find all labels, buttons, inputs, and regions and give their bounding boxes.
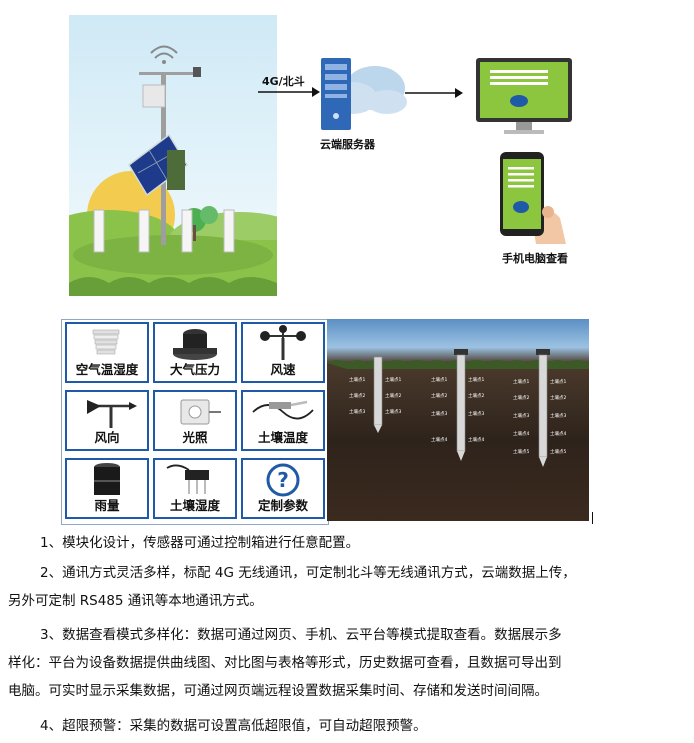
smartphone-icon <box>500 152 566 244</box>
text-cursor <box>592 512 593 524</box>
soil-point-label-right: 土壤点3 <box>385 410 402 415</box>
soil-point-label: 土壤点1 <box>431 378 448 383</box>
feature-4: 4、超限预警：采集的数据可设置高低超限值，可自动超限预警。 <box>0 716 690 736</box>
soil-point-label-right: 土壤点3 <box>468 412 485 417</box>
sensor-label: 定制参数 <box>257 498 308 513</box>
thermo-shield-icon <box>92 329 120 355</box>
cloud-server-icon <box>321 58 407 130</box>
feature-line: 3、数据查看模式多样化：数据可通过网页、手机、云平台等模式提取查看。数据展示多 <box>40 627 562 643</box>
soil-point-label-right: 土壤点4 <box>468 438 485 443</box>
soil-point-label-right: 土壤点1 <box>550 380 567 385</box>
soil-point-label: 土壤点2 <box>349 394 366 399</box>
sensor-cell-rainfall: 雨量 <box>65 458 149 519</box>
sensor-cell-soil-temperature: 土壤温度 <box>241 390 325 451</box>
soil-point-label-right: 土壤点3 <box>550 414 567 419</box>
sensor-grid: 空气温湿度 大气压力 风速 风向 <box>61 319 329 525</box>
soil-point-label-right: 土壤点4 <box>550 432 567 437</box>
soil-point-label: 土壤点5 <box>513 450 530 455</box>
sensor-label: 大气压力 <box>169 362 220 377</box>
downlink-arrow <box>405 88 463 98</box>
server-label: 云端服务器 <box>320 138 375 151</box>
sensor-label: 土壤温度 <box>257 430 308 445</box>
soil-point-label-right: 土壤点1 <box>468 378 485 383</box>
pressure-sensor-icon <box>173 329 217 360</box>
rain-gauge-icon <box>94 463 120 495</box>
computer-monitor-icon <box>476 58 572 134</box>
soil-point-label: 土壤点4 <box>513 432 530 437</box>
weather-station-illustration <box>69 15 277 296</box>
link-label: 4G/北斗 <box>262 75 305 88</box>
sensor-label: 光照 <box>182 430 208 445</box>
soil-temperature-probe-icon <box>252 400 314 420</box>
sensor-label: 风速 <box>270 362 296 377</box>
sensor-cell-wind-speed: 风速 <box>241 322 325 383</box>
soil-point-label-right: 土壤点1 <box>385 378 402 383</box>
svg-text:?: ? <box>277 468 289 492</box>
sensor-cell-soil-moisture: 土壤湿度 <box>153 458 237 519</box>
question-mark-icon: ? <box>266 463 300 497</box>
soil-point-label: 土壤点1 <box>513 380 530 385</box>
soil-point-label: 土壤点3 <box>431 412 448 417</box>
soil-point-label-right: 土壤点5 <box>550 450 567 455</box>
weather-station-graphic <box>69 45 277 296</box>
feature-line: 4、超限预警：采集的数据可设置高低超限值，可自动超限预警。 <box>40 718 427 734</box>
sensor-cell-air-temp-humidity: 空气温湿度 <box>65 322 149 383</box>
light-sensor-icon <box>180 399 221 425</box>
sensor-label: 雨量 <box>94 498 120 513</box>
anemometer-icon <box>260 325 306 360</box>
soil-point-label: 土壤点3 <box>513 414 530 419</box>
sensor-cell-wind-direction: 风向 <box>65 390 149 451</box>
wind-vane-icon <box>87 400 137 428</box>
feature-line: 电脑。可实时显示采集数据，可通过网页端远程设置数据采集时间、存储和发送时间间隔。 <box>8 683 548 699</box>
feature-line: 1、模块化设计，传感器可通过控制箱进行任意配置。 <box>40 535 360 551</box>
sensor-label: 土壤湿度 <box>169 498 220 513</box>
soil-point-label: 土壤点2 <box>513 396 530 401</box>
viewer-label: 手机电脑查看 <box>502 252 568 265</box>
soil-point-label: 土壤点2 <box>431 394 448 399</box>
soil-point-label-right: 土壤点2 <box>468 394 485 399</box>
sensor-cell-light: 光照 <box>153 390 237 451</box>
sensor-cell-custom: ? 定制参数 <box>241 458 325 519</box>
soil-point-label: 土壤点4 <box>431 438 448 443</box>
feature-2: 2、通讯方式灵活多样，标配 4G 无线通讯，可定制北斗等无线通讯方式，云端数据上… <box>0 563 690 611</box>
soil-probe-graphic <box>327 349 589 467</box>
soil-point-label-right: 土壤点2 <box>385 394 402 399</box>
feature-3: 3、数据查看模式多样化：数据可通过网页、手机、云平台等模式提取查看。数据展示多 … <box>0 625 690 701</box>
sensor-cell-pressure: 大气压力 <box>153 322 237 383</box>
soil-point-label-right: 土壤点2 <box>550 396 567 401</box>
sensor-label: 空气温湿度 <box>75 362 139 377</box>
uplink-arrow <box>258 87 320 97</box>
soil-moisture-probe-icon <box>166 464 209 494</box>
feature-1: 1、模块化设计，传感器可通过控制箱进行任意配置。 <box>0 533 690 553</box>
soil-point-label: 土壤点1 <box>349 378 366 383</box>
sensor-label: 风向 <box>94 430 120 445</box>
soil-profile-panel: 土壤点1 土壤点2 土壤点3 土壤点1 土壤点2 土壤点3 土壤点1 土壤点2 … <box>327 319 589 521</box>
feature-line: 2、通讯方式灵活多样，标配 4G 无线通讯，可定制北斗等无线通讯方式，云端数据上… <box>40 565 576 581</box>
feature-line: 样化：平台为设备数据提供曲线图、对比图与表格等形式，历史数据可查看，且数据可导出… <box>8 655 562 671</box>
soil-point-label: 土壤点3 <box>349 410 366 415</box>
feature-line: 另外可定制 RS485 通讯等本地通讯方式。 <box>8 593 263 609</box>
